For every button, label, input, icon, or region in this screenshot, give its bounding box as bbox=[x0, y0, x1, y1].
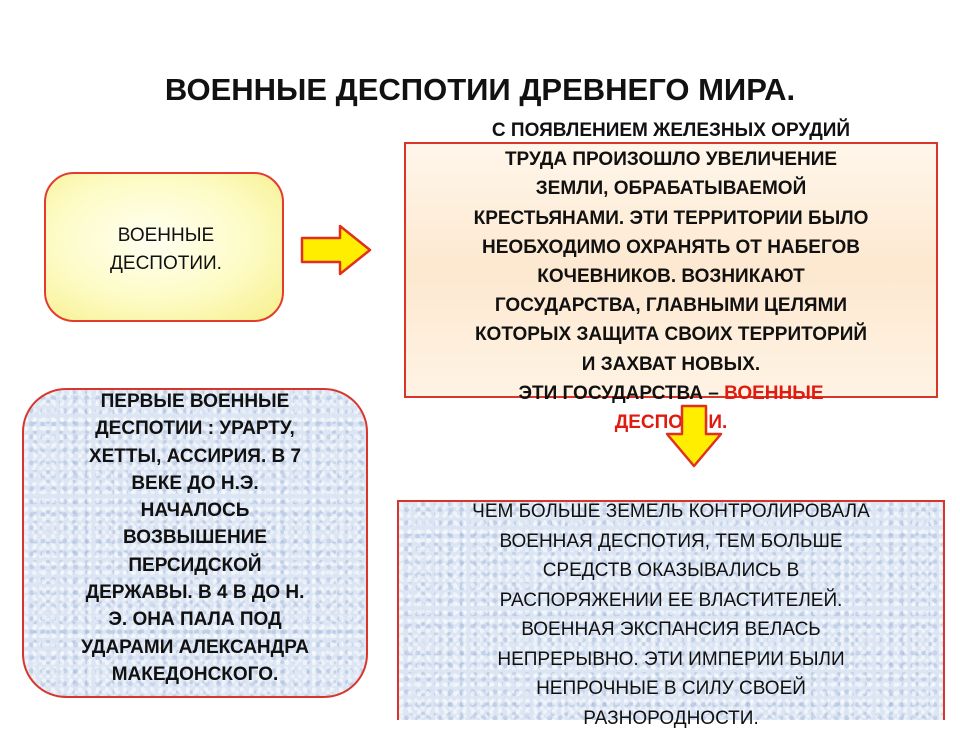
first-despotisms-text: ПЕРВЫЕ ВОЕННЫЕ ДЕСПОТИИ : УРАРТУ, ХЕТТЫ,… bbox=[22, 388, 368, 688]
text-line: НЕПРЕРЫВНО. ЭТИ ИМПЕРИИ БЫЛИ bbox=[397, 645, 945, 675]
text-line: РАЗНОРОДНОСТИ. bbox=[397, 704, 945, 733]
text-line: ДЕСПОТИИ : УРАРТУ, bbox=[22, 415, 368, 442]
text-line: С ПОЯВЛЕНИЕМ ЖЕЛЕЗНЫХ ОРУДИЙ bbox=[404, 116, 938, 145]
text-line: ДЕСПОТИИ. bbox=[86, 250, 246, 278]
text-line: СРЕДСТВ ОКАЗЫВАЛИСЬ В bbox=[397, 556, 945, 586]
military-despotism-text: ВОЕННЫЕ ДЕСПОТИИ. bbox=[86, 222, 246, 278]
military-despotism-box: ВОЕННЫЕ ДЕСПОТИИ. bbox=[44, 172, 284, 322]
origin-text: С ПОЯВЛЕНИЕМ ЖЕЛЕЗНЫХ ОРУДИЙ ТРУДА ПРОИЗ… bbox=[404, 116, 938, 437]
text-line: МАКЕДОНСКОГО. bbox=[22, 661, 368, 688]
text-line: УДАРАМИ АЛЕКСАНДРА bbox=[22, 634, 368, 661]
text-line: Э. ОНА ПАЛА ПОД bbox=[22, 606, 368, 633]
text-line: ХЕТТЫ, АССИРИЯ. В 7 bbox=[22, 443, 368, 470]
text-segment: ЭТИ ГОСУДАРСТВА – bbox=[518, 383, 724, 404]
text-line: ЧЕМ БОЛЬШЕ ЗЕМЕЛЬ КОНТРОЛИРОВАЛА bbox=[397, 497, 945, 527]
text-line: ГОСУДАРСТВА, ГЛАВНЫМИ ЦЕЛЯМИ bbox=[404, 291, 938, 320]
text-line: ВОЕННАЯ ЭКСПАНСИЯ ВЕЛАСЬ bbox=[397, 615, 945, 645]
text-line: НЕПРОЧНЫЕ В СИЛУ СВОЕЙ bbox=[397, 674, 945, 704]
text-line: ВЕКЕ ДО Н.Э. bbox=[22, 470, 368, 497]
text-line: РАСПОРЯЖЕНИИ ЕЕ ВЛАСТИТЕЛЕЙ. bbox=[397, 586, 945, 616]
text-line: ВОЗВЫШЕНИЕ bbox=[22, 524, 368, 551]
text-line: КРЕСТЬЯНАМИ. ЭТИ ТЕРРИТОРИИ БЫЛО bbox=[404, 204, 938, 233]
text-line: ПЕРВЫЕ ВОЕННЫЕ bbox=[22, 388, 368, 415]
arrow-down-icon bbox=[665, 404, 723, 468]
text-line: ЗЕМЛИ, ОБРАБАТЫВАЕМОЙ bbox=[404, 174, 938, 203]
text-line: ТРУДА ПРОИЗОШЛО УВЕЛИЧЕНИЕ bbox=[404, 145, 938, 174]
text-line: ВОЕННЫЕ bbox=[86, 222, 246, 250]
text-line: КОТОРЫХ ЗАЩИТА СВОИХ ТЕРРИТОРИЙ bbox=[404, 320, 938, 349]
text-line: ПЕРСИДСКОЙ bbox=[22, 552, 368, 579]
text-line: ДЕРЖАВЫ. В 4 В ДО Н. bbox=[22, 579, 368, 606]
arrow-right-icon bbox=[300, 224, 372, 276]
text-line: КОЧЕВНИКОВ. ВОЗНИКАЮТ bbox=[404, 262, 938, 291]
text-line: НАЧАЛОСЬ bbox=[22, 497, 368, 524]
slide-title: ВОЕННЫЕ ДЕСПОТИИ ДРЕВНЕГО МИРА. bbox=[0, 72, 960, 108]
highlight-text: ВОЕННЫЕ bbox=[724, 383, 823, 404]
text-line: НЕОБХОДИМО ОХРАНЯТЬ ОТ НАБЕГОВ bbox=[404, 233, 938, 262]
text-line: ВОЕННАЯ ДЕСПОТИЯ, ТЕМ БОЛЬШЕ bbox=[397, 527, 945, 557]
text-line: И ЗАХВАТ НОВЫХ. bbox=[404, 350, 938, 379]
expansion-text: ЧЕМ БОЛЬШЕ ЗЕМЕЛЬ КОНТРОЛИРОВАЛА ВОЕННАЯ… bbox=[397, 497, 945, 733]
